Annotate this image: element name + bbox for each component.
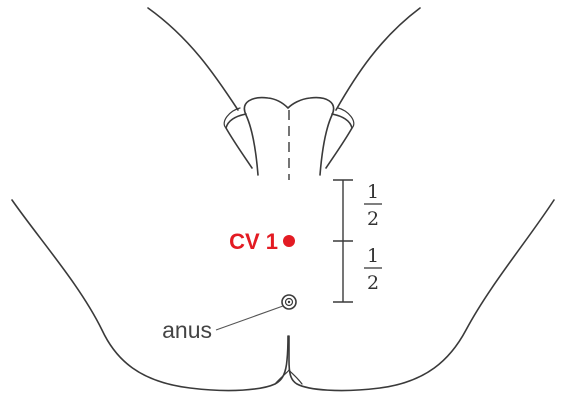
left-groin-line [148,8,238,110]
anus-marker-icon [282,295,296,309]
fraction-lower-numerator: 1 [367,245,379,267]
right-groin-line [336,8,420,110]
measurement-scale [333,180,353,302]
fraction-upper-denominator: 2 [367,208,379,230]
right-buttock-outline [289,200,554,391]
fraction-upper-numerator: 1 [367,181,379,203]
acupoint-label: CV 1 [229,229,278,254]
fraction-upper: 1 2 [364,181,382,230]
fraction-lower-denominator: 2 [367,272,379,294]
anus-leader-line [216,306,283,330]
acupoint-dot-icon [283,235,295,247]
fraction-lower: 1 2 [364,245,382,294]
anus-label: anus [162,317,212,343]
